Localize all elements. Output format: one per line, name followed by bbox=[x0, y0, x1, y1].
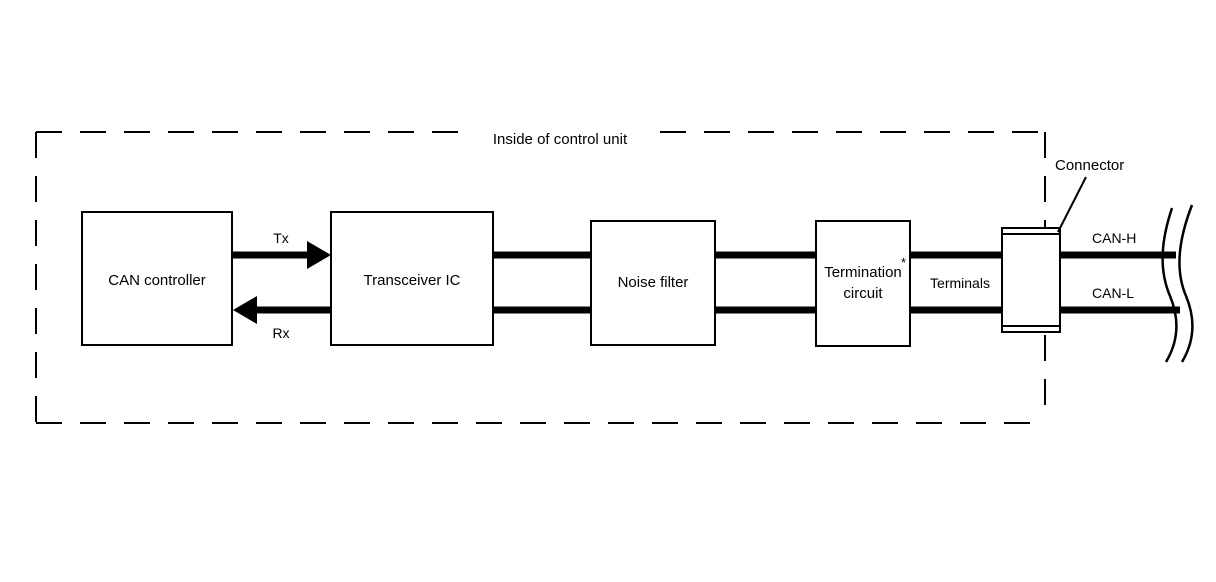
can-high-label: CAN-H bbox=[1092, 230, 1136, 246]
block-can-controller[interactable] bbox=[81, 211, 233, 346]
connector-label: Connector bbox=[1055, 157, 1124, 174]
can-low-label: CAN-L bbox=[1092, 285, 1134, 301]
connector-body[interactable] bbox=[1001, 227, 1061, 333]
harness-break-wave-left bbox=[1161, 207, 1178, 363]
terminals-label: Terminals bbox=[930, 275, 990, 291]
block-termination-circuit-label-line2: circuit bbox=[843, 285, 883, 302]
tx-arrow-head bbox=[307, 241, 331, 269]
harness-break-wave-right bbox=[1178, 204, 1194, 363]
connector-leader-line bbox=[1057, 176, 1087, 233]
rx-arrow-head bbox=[233, 296, 257, 324]
block-transceiver-ic[interactable] bbox=[330, 211, 494, 346]
enclosure-title: Inside of control unit bbox=[493, 131, 628, 148]
control-unit-enclosure bbox=[35, 131, 1046, 424]
block-noise-filter-label: Noise filter bbox=[618, 274, 689, 291]
tx-label: Tx bbox=[273, 230, 289, 246]
termination-footnote-marker: * bbox=[901, 255, 906, 270]
block-termination-circuit-label-line1: Termination bbox=[824, 264, 902, 281]
block-can-controller-label: CAN controller bbox=[108, 272, 206, 289]
block-noise-filter[interactable] bbox=[590, 220, 716, 346]
block-termination-circuit[interactable] bbox=[815, 220, 911, 347]
connector-rect[interactable] bbox=[1001, 227, 1061, 333]
rx-label: Rx bbox=[272, 325, 289, 341]
rx-arrow bbox=[233, 296, 331, 324]
block-transceiver-ic-label: Transceiver IC bbox=[364, 272, 461, 289]
tx-arrow bbox=[232, 241, 331, 269]
